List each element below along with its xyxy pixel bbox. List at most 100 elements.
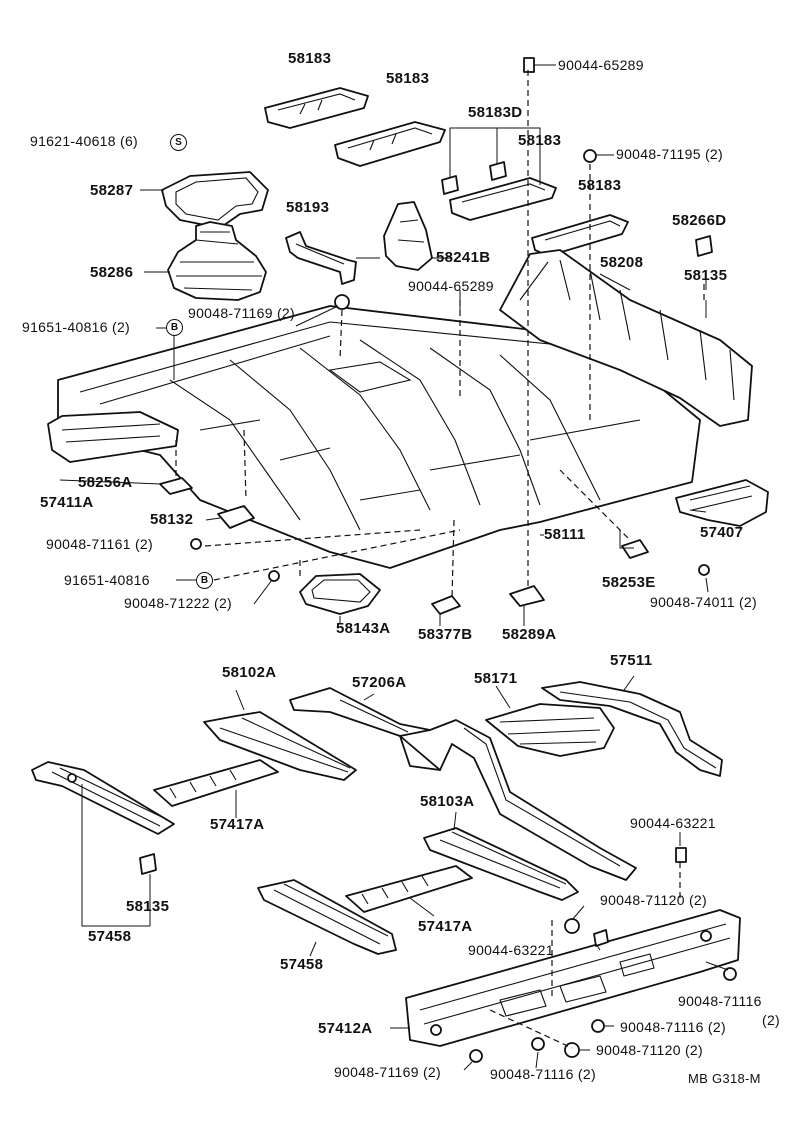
part-58135-clip-bottom [139,853,157,875]
badge-b-2: B [196,572,213,589]
label-58286: 58286 [90,264,134,281]
label-58241b: 58241B [436,249,491,266]
label-90044-65289-top: 90044-65289 [558,57,644,73]
nut-90048-71120-b [564,1042,580,1058]
nut-90048-71116-c [531,1037,545,1051]
label-58193: 58193 [286,199,330,216]
dashed-guides-top [175,70,705,599]
part-58143a-pan [299,573,381,615]
label-58102a: 58102A [222,664,277,681]
label-57407: 57407 [700,524,744,541]
label-58143a: 58143A [336,620,391,637]
part-57206a-crossmember [289,687,637,881]
label-58103a: 58103A [420,793,475,810]
part-58183-bracket-1 [264,87,369,129]
part-58171-panel [485,703,615,757]
diagram-code: MB G318-M [688,1071,761,1086]
nut-90048-71116-a [723,967,737,981]
label-58183-b: 58183 [386,70,430,87]
nut-90048-71169-top [334,294,350,310]
part-57412a-rocker [405,909,741,1047]
label-57411a: 57411A [40,494,94,511]
part-58183-bracket-4 [531,214,629,257]
label-58287: 58287 [90,182,134,199]
part-58193-bracket [285,231,357,285]
part-58183d-bracket [441,127,557,221]
label-58377b: 58377B [418,626,473,643]
label-57206a: 57206A [352,674,407,691]
label-57458-b: 57458 [280,956,324,973]
label-90048-71161: 90048-71161 (2) [46,536,153,552]
label-58253e: 58253E [602,574,656,591]
part-57458-member-a [31,761,175,835]
label-58183-d: 58183 [578,177,622,194]
badge-s: S [170,134,187,151]
label-58111: 58111 [544,526,586,543]
label-90048-74011: 90048-74011 (2) [650,594,757,610]
part-57417a-member-a [153,759,279,807]
nut-90048-74011 [698,564,710,576]
part-58287-plate [140,171,269,229]
part-58111-floor-pan [57,305,701,569]
label-90048-71195: 90048-71195 (2) [616,146,723,162]
nut-90048-71195 [583,149,614,163]
label-90048-71116-a-qty: (2) [762,1012,781,1028]
label-90048-71116-a: 90048-71116 [678,993,762,1009]
part-57511-member [541,681,723,777]
label-58183-c: 58183 [518,132,562,149]
label-90048-71169-bottom: 90048-71169 (2) [334,1064,441,1080]
nut-90048-71120-a [564,918,580,934]
label-58132: 58132 [150,511,194,528]
nut-90048-71116-b [591,1019,605,1033]
part-57417a-member-b [345,865,473,913]
label-58135-bottom: 58135 [126,898,170,915]
label-58256a: 58256A [78,474,133,491]
nut-90048-71161 [190,538,202,550]
label-90048-71120-b: 90048-71120 (2) [596,1042,703,1058]
part-58377b-clip [431,595,461,615]
label-57458-a: 57458 [88,928,132,945]
leaders-bottom [81,675,729,1071]
label-90048-71116-b: 90048-71116 (2) [620,1019,726,1035]
label-90044-63221-right: 90044-63221 [630,815,716,831]
label-91621-40618: 91621-40618 (6) [30,133,139,149]
label-90048-71116-c: 90048-71116 (2) [490,1066,596,1082]
label-58183d: 58183D [468,104,523,121]
part-57411a-sill [47,411,179,463]
part-58183-bracket-2 [334,121,446,167]
screw-90044-63221-right [675,847,687,863]
label-57417a-a: 57417A [210,816,265,833]
part-57458-member-b [257,879,397,955]
label-58208: 58208 [600,254,644,271]
label-90044-65289-mid: 90044-65289 [408,278,494,294]
label-90048-71169-top: 90048-71169 (2) [188,305,295,321]
screw-90044-63221-middle [593,929,609,947]
part-58208-rear-member [499,249,753,427]
part-58256a-clip [159,477,193,495]
part-58103a-member [423,827,579,901]
label-91651-40816-2: 91651-40816 (2) [22,319,131,335]
dashed-guides-bottom [489,862,681,1049]
part-58102a-member [203,711,357,781]
part-58289a-clip [509,585,545,607]
label-58266d: 58266D [672,212,727,229]
part-58241b-bracket [383,201,433,271]
part-58266d-clip [695,235,713,257]
part-58253e-clip [621,539,649,559]
label-90044-63221-middle: 90044-63221 [468,942,554,958]
nut-90048-71222 [268,570,280,582]
label-90048-71120-a: 90048-71120 (2) [600,892,707,908]
part-58286-boot [144,221,267,301]
label-58183-a: 58183 [288,50,332,67]
label-57417a-b: 57417A [418,918,473,935]
label-57412a: 57412A [318,1020,373,1037]
label-58135-top: 58135 [684,267,728,284]
screw-90044-65289-top [523,57,556,73]
label-90048-71222: 90048-71222 (2) [124,595,233,611]
label-57511: 57511 [610,652,653,669]
nut-90048-71169-bottom [469,1049,483,1063]
badge-b-1: B [166,319,183,336]
part-57407-sill [675,479,769,527]
leaders-top [59,257,709,626]
